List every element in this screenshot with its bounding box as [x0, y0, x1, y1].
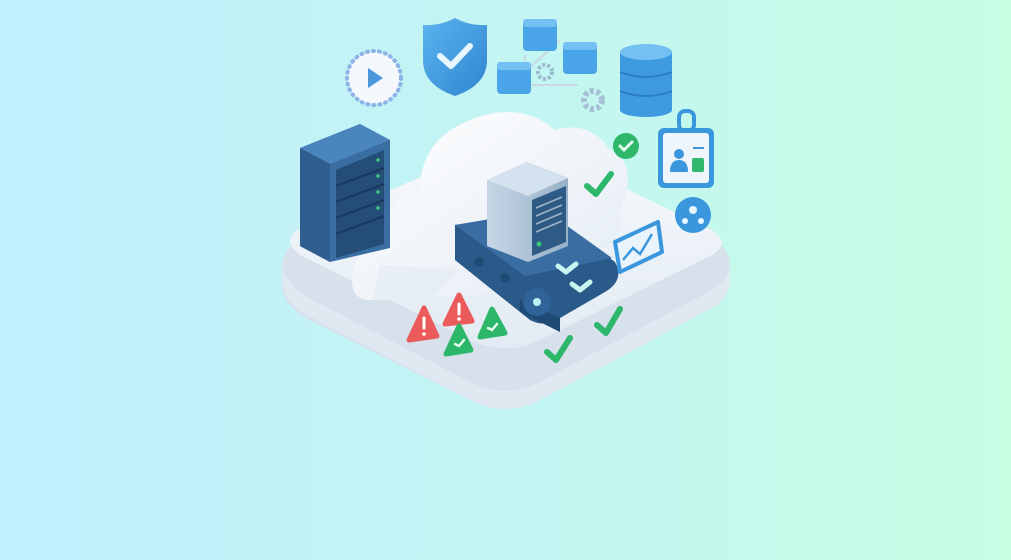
- user-circle-icon: [675, 197, 711, 233]
- gear-icon: [581, 88, 605, 112]
- check-mark-icon: [477, 306, 508, 340]
- network-cubes-icon: [497, 19, 597, 94]
- warning-icon: [442, 292, 475, 327]
- play-icon: [345, 49, 403, 107]
- server-rack-icon: [300, 124, 390, 262]
- id-badge-icon: [658, 109, 714, 188]
- check-mark-icon: [594, 306, 623, 336]
- analytics-chart-icon: [613, 220, 664, 274]
- warning-icon: [406, 305, 440, 343]
- server-tower-icon: [487, 162, 568, 262]
- check-mark-icon: [443, 323, 474, 357]
- check-mark-icon: [584, 171, 614, 197]
- shield-check-icon: [423, 18, 487, 96]
- check-mark-icon: [544, 335, 573, 363]
- database-icon: [619, 44, 673, 117]
- check-circle-icon: [613, 133, 639, 159]
